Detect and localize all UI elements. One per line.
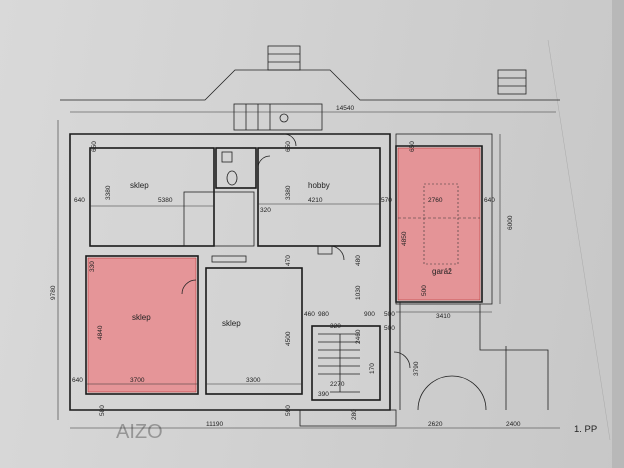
dim-470: 470 <box>285 255 292 266</box>
room-garaz-label: garáž <box>432 267 452 276</box>
dim-2270: 2270 <box>330 381 345 388</box>
room-sklep-left-label: sklep <box>132 313 151 322</box>
dim-bottom-left: 11190 <box>206 421 223 428</box>
dim-330: 330 <box>89 261 96 272</box>
dim-1030: 1030 <box>355 285 362 300</box>
dim-3790: 3790 <box>413 361 420 376</box>
dim-500-c: 500 <box>421 285 428 296</box>
dim-570: 570 <box>381 197 392 204</box>
staircase-rail <box>330 334 360 393</box>
paper-edge <box>612 0 624 468</box>
dim-500-b: 500 <box>384 325 395 332</box>
dim-390: 390 <box>318 391 329 398</box>
dim-hobby-height: 3380 <box>285 185 292 200</box>
dim-170: 170 <box>369 363 376 374</box>
dim-640-a: 640 <box>74 197 85 204</box>
door-arc-entry-right <box>451 375 487 411</box>
roof-outline <box>60 69 560 101</box>
dim-900: 900 <box>364 311 375 318</box>
dim-500-a: 500 <box>384 311 395 318</box>
dim-650-c: 650 <box>409 141 416 152</box>
dim-sklep3-height: 4500 <box>285 331 292 346</box>
garage-car-outline <box>423 183 459 265</box>
dim-top-overall: 14540 <box>336 105 354 112</box>
dim-garage-height: 6000 <box>507 215 514 230</box>
room-wc-walls <box>215 147 257 189</box>
room-sklep-top-label: sklep <box>130 181 149 190</box>
dim-320-b: 320 <box>330 323 341 330</box>
dim-garage-span: 2760 <box>428 197 443 204</box>
wc-toilet <box>226 170 238 186</box>
dim-640-c: 640 <box>484 197 495 204</box>
room-sklep-left-walls <box>85 255 199 395</box>
chimney-right <box>497 69 527 95</box>
dim-garage-width: 3410 <box>436 313 451 320</box>
door-arc-top <box>283 133 297 147</box>
dim-hobby-width: 4210 <box>308 197 323 204</box>
dim-320-a: 320 <box>260 207 271 214</box>
dim-sklep1-height: 3380 <box>105 185 112 200</box>
dim-580: 580 <box>99 405 106 416</box>
room-sklep-top-walls <box>89 147 215 247</box>
dim-480: 480 <box>355 255 362 266</box>
dim-bottom-right: 2400 <box>506 421 521 428</box>
dim-650-a: 650 <box>91 141 98 152</box>
entry-steps <box>299 409 397 427</box>
radiator <box>211 255 247 263</box>
dim-left-height: 9780 <box>50 285 57 300</box>
dim-980: 980 <box>318 311 329 318</box>
watermark-text: AIZO <box>116 421 163 443</box>
dim-650-b: 650 <box>285 141 292 152</box>
room-sklep-left-highlight <box>87 257 197 393</box>
chimney-left <box>267 45 301 71</box>
stair-marker <box>279 113 289 123</box>
door-arc-sklep-left <box>181 279 197 295</box>
dim-sklep2-width: 3700 <box>130 377 145 384</box>
room-garaz-highlight <box>397 147 481 301</box>
radiator <box>317 245 333 255</box>
top-stairs <box>233 103 323 131</box>
staircase-walls <box>311 325 381 401</box>
dim-2460: 2460 <box>355 329 362 344</box>
dim-bottom-mid: 2620 <box>428 421 443 428</box>
dim-640-b: 640 <box>72 377 83 384</box>
dim-garage-inner: 4850 <box>401 231 408 246</box>
garage-outer <box>395 133 493 305</box>
staircase-steps <box>318 333 360 375</box>
paper-fold <box>547 39 611 441</box>
dim-sklep3-width: 3300 <box>246 377 261 384</box>
door-arc-entry-left <box>417 375 453 411</box>
door-arc-hobby <box>257 155 271 169</box>
room-storage-walls <box>183 191 255 247</box>
garage-extension-walls <box>399 302 549 410</box>
floor-label: 1. PP <box>574 424 597 435</box>
room-sklep-mid-label: sklep <box>222 319 241 328</box>
dim-sklep1-width: 5380 <box>158 197 173 204</box>
room-sklep-mid-walls <box>205 267 303 395</box>
dim-590: 590 <box>285 405 292 416</box>
dim-sklep2-height: 4840 <box>97 325 104 340</box>
room-hobby-label: hobby <box>308 181 330 190</box>
dim-460: 460 <box>304 311 315 318</box>
dim-280: 280 <box>351 409 358 420</box>
door-arc-side <box>393 351 411 369</box>
wc-sink <box>221 151 233 163</box>
